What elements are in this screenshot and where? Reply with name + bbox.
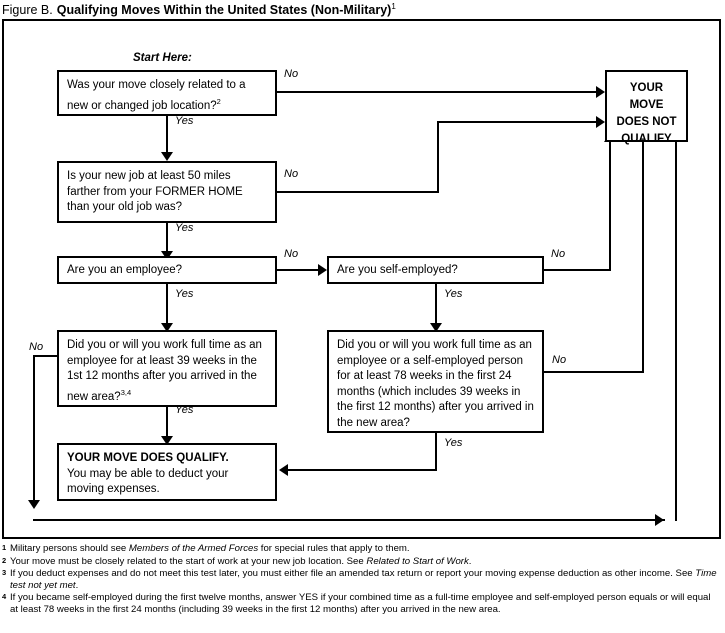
edge-q2-yes-line — [166, 223, 168, 256]
edge-q5-no-line-h — [33, 355, 59, 357]
outcome-box-does-qualify-body: You may be able to deduct your moving ex… — [67, 467, 229, 496]
outcome-box-does-qualify-heading: YOUR MOVE DOES QUALIFY. — [67, 452, 229, 464]
edge-label-q5-no: No — [28, 341, 45, 353]
edge-label-q1-yes: Yes — [174, 115, 195, 127]
edge-label-q1-no: No — [283, 68, 300, 80]
decision-box-39-week-test[interactable]: Did you or will you work full time as an… — [57, 330, 277, 407]
edge-q5-yes-line — [166, 407, 168, 441]
start-here-label: Start Here: — [133, 52, 192, 64]
edge-bottom-rail-line-v — [675, 140, 677, 521]
edge-q2-yes-arrowhead — [161, 251, 173, 260]
footnote-marker: 2 — [2, 555, 7, 565]
footnote-text: for special rules that apply to them. — [258, 543, 410, 554]
decision-box-job-location[interactable]: Was your move closely related to a new o… — [57, 70, 277, 116]
edge-q4-no-line-h — [544, 269, 611, 271]
decision-box-are-you-employee-text: Are you an employee? — [67, 264, 183, 276]
edge-q1-no-arrowhead — [596, 86, 605, 98]
edge-label-q3-no: No — [283, 248, 300, 260]
figure-label: Figure B. — [2, 3, 53, 18]
edge-label-q6-no: No — [551, 354, 568, 366]
outcome-box-does-not-qualify-line4: QUALIFY — [621, 133, 672, 145]
edge-label-q2-no: No — [283, 168, 300, 180]
edge-q4-yes-arrowhead — [430, 323, 442, 332]
footnote-marker: 4 — [2, 592, 7, 602]
decision-box-distance-test[interactable]: Is your new job at least 50 miles farthe… — [57, 161, 277, 223]
outcome-box-does-qualify: YOUR MOVE DOES QUALIFY. You may be able … — [57, 443, 277, 501]
decision-box-78-week-test-text: Did you or will you work full time as an… — [337, 339, 534, 429]
decision-box-job-location-superscript: 2 — [216, 96, 221, 106]
edge-label-q4-yes: Yes — [443, 288, 464, 300]
edge-q3-yes-arrowhead — [161, 323, 173, 332]
edge-q3-no-arrowhead — [318, 264, 327, 276]
decision-box-are-you-employee[interactable]: Are you an employee? — [57, 256, 277, 284]
edge-q6-yes-arrowhead — [279, 464, 288, 476]
outcome-box-does-not-qualify-line1: YOUR — [629, 82, 664, 94]
edge-q1-yes-line — [166, 116, 168, 156]
edge-q2-no-line-h1 — [277, 191, 439, 193]
footnote-text: . — [468, 555, 472, 567]
edge-q6-yes-line-v — [435, 433, 437, 471]
decision-box-39-week-test-text: Did you or will you work full time as an… — [67, 339, 262, 403]
edge-label-q4-no: No — [550, 248, 567, 260]
figure-title: Qualifying Moves Within the United State… — [56, 3, 392, 18]
decision-box-39-week-test-superscript: 3,4 — [120, 387, 132, 397]
edge-q4-yes-line — [435, 284, 437, 328]
edge-q2-no-line-h2 — [437, 121, 598, 123]
footnote-text: If you became self-employed during the f… — [10, 592, 711, 615]
decision-box-are-you-self-employed-text: Are you self-employed? — [337, 264, 458, 276]
outcome-box-does-not-qualify-line2: MOVE — [629, 99, 664, 111]
edge-label-q2-yes: Yes — [174, 222, 195, 234]
edge-q3-no-line — [277, 269, 321, 271]
outcome-box-does-not-qualify: YOUR MOVE DOES NOT QUALIFY — [605, 70, 688, 145]
edge-q5-no-line-v — [33, 355, 35, 504]
decision-box-job-location-text: Was your move closely related to a new o… — [67, 79, 246, 112]
edge-q5-no-arrowhead — [28, 500, 40, 509]
edge-label-q6-yes: Yes — [443, 437, 464, 449]
footnote-reference-title: Members of the Armed Forces — [128, 543, 259, 554]
footnote-text: Military persons should see — [10, 543, 129, 554]
edge-q6-no-line-v — [642, 140, 644, 373]
edge-q4-no-line-v — [609, 140, 611, 271]
edge-q3-yes-line — [166, 284, 168, 328]
edge-bottom-rail-arrowhead — [655, 514, 664, 526]
edge-bottom-rail-line-h — [33, 519, 665, 521]
edge-label-q5-yes: Yes — [174, 404, 195, 416]
edge-q2-no-line-v — [437, 121, 439, 193]
decision-box-are-you-self-employed[interactable]: Are you self-employed? — [327, 256, 544, 284]
footnote-text: If you deduct expenses and do not meet t… — [10, 568, 696, 580]
decision-box-78-week-test[interactable]: Did you or will you work full time as an… — [327, 330, 544, 433]
edge-q5-yes-arrowhead — [161, 436, 173, 445]
edge-q6-yes-line-h — [288, 469, 437, 471]
edge-q1-yes-arrowhead — [161, 152, 173, 161]
footnote-marker: 1 — [2, 543, 7, 552]
footnote-reference-title: Related to Start of Work — [366, 555, 469, 567]
footnote-text: Your move must be closely related to the… — [10, 555, 367, 567]
decision-box-distance-test-text: Is your new job at least 50 miles farthe… — [67, 170, 243, 213]
footnote-reference-title: Time test not yet met — [10, 568, 717, 591]
edge-q1-no-line — [277, 91, 598, 93]
outcome-box-does-not-qualify-line3: DOES NOT — [616, 116, 677, 128]
figure-caption: Figure B.Qualifying Moves Within the Uni… — [2, 2, 396, 17]
footnote-text: . — [75, 579, 79, 591]
footnote-marker: 3 — [2, 568, 7, 578]
edge-label-q3-yes: Yes — [174, 288, 195, 300]
edge-q2-no-arrowhead — [596, 116, 605, 128]
edge-q6-no-line-h — [544, 371, 644, 373]
figure-title-superscript: 1 — [391, 2, 396, 11]
